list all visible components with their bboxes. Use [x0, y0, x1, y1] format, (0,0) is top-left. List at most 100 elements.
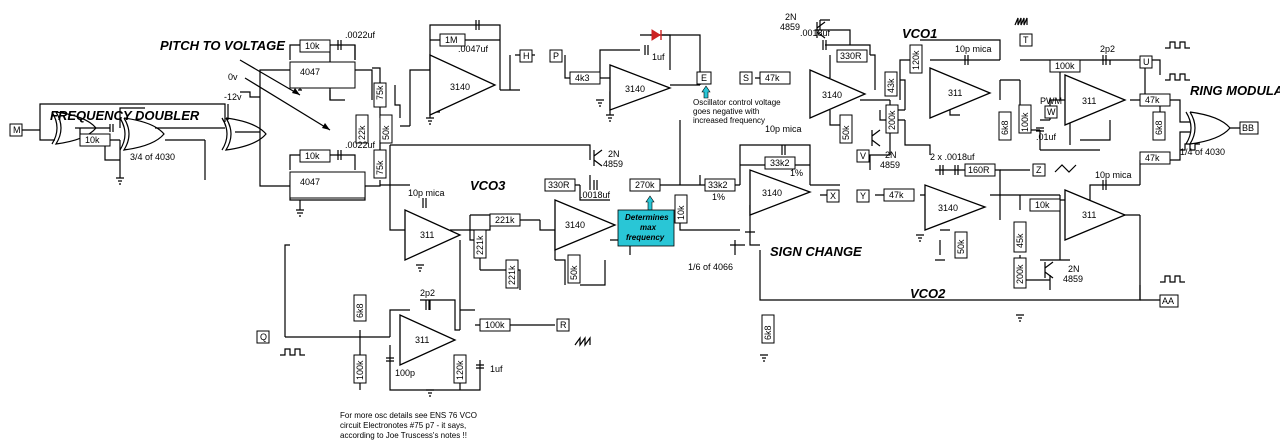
terminal-h: H — [523, 51, 530, 61]
svg-text:47k: 47k — [889, 190, 904, 200]
svg-text:-12v: -12v — [224, 92, 242, 102]
svg-text:For more osc details see ENS 7: For more osc details see ENS 76 VCO — [340, 411, 477, 420]
svg-text:0v: 0v — [228, 72, 238, 82]
svg-text:4859: 4859 — [1063, 274, 1083, 284]
svg-text:1%: 1% — [712, 192, 725, 202]
opamp-a-label: 3140 — [450, 82, 470, 92]
terminal-m: M — [13, 125, 21, 135]
xor-ring-label: 1/4 of 4030 — [1180, 147, 1225, 157]
heading-vco1: VCO1 — [902, 26, 937, 41]
svg-text:43k: 43k — [886, 78, 896, 93]
switch-label: 1/6 of 4066 — [688, 262, 733, 272]
svg-text:50k: 50k — [841, 125, 851, 140]
opamp-3140-a — [429, 53, 497, 117]
svg-text:.0022uf: .0022uf — [345, 30, 376, 40]
svg-text:10k: 10k — [305, 151, 320, 161]
svg-text:frequency: frequency — [626, 233, 665, 242]
opamp-311-vco1-label: 311 — [948, 88, 962, 98]
svg-text:221k: 221k — [475, 235, 485, 255]
arrows — [239, 59, 711, 211]
xor-gates — [51, 111, 1231, 151]
svg-text:.01uf: .01uf — [1036, 132, 1057, 142]
svg-text:4859: 4859 — [780, 22, 800, 32]
svg-text:10p mica: 10p mica — [955, 44, 992, 54]
opamp-311-a-label: 311 — [420, 230, 434, 240]
svg-text:increased frequency: increased frequency — [693, 116, 765, 125]
svg-text:6k8: 6k8 — [1154, 120, 1164, 135]
svg-text:Oscillator control voltage: Oscillator control voltage — [693, 98, 781, 107]
svg-text:120k: 120k — [455, 360, 465, 380]
svg-text:goes negative with: goes negative with — [693, 107, 759, 116]
terminal-p: P — [553, 51, 559, 61]
xor-gate-3 — [221, 117, 267, 151]
svg-text:221k: 221k — [495, 215, 515, 225]
svg-text:200k: 200k — [887, 110, 897, 130]
terminal-u: U — [1143, 57, 1150, 67]
terminal-z: Z — [1036, 165, 1042, 175]
svg-text:2N: 2N — [1068, 264, 1080, 274]
svg-text:PWM: PWM — [1040, 96, 1062, 106]
svg-text:1uf: 1uf — [490, 364, 503, 374]
terminal-s: S — [743, 73, 749, 83]
svg-text:6k8: 6k8 — [763, 325, 773, 340]
terminal-v: V — [860, 151, 866, 161]
svg-text:4859: 4859 — [603, 159, 623, 169]
xor-gate-ring — [1185, 111, 1231, 145]
opamp-3140-sign — [749, 169, 812, 216]
svg-text:6k8: 6k8 — [355, 303, 365, 318]
svg-text:10k: 10k — [1035, 200, 1050, 210]
svg-text:.0018uf: .0018uf — [580, 190, 611, 200]
svg-text:max: max — [640, 223, 657, 232]
svg-text:Determines: Determines — [625, 213, 669, 222]
svg-text:50k: 50k — [956, 239, 966, 254]
opamp-311-pwm — [1064, 74, 1127, 126]
svg-text:10k: 10k — [676, 205, 686, 220]
svg-text:2p2: 2p2 — [420, 288, 435, 298]
resistors — [79, 33, 1171, 384]
svg-text:2 x .0018uf: 2 x .0018uf — [930, 152, 975, 162]
opamp-311-vco3-b — [399, 313, 457, 367]
ic-4047-bottom — [289, 171, 366, 199]
terminal-x: X — [830, 191, 836, 201]
svg-text:47k: 47k — [1145, 153, 1160, 163]
xor-doubler-label: 3/4 of 4030 — [130, 152, 175, 162]
ic-4047-top-label: 4047 — [300, 67, 320, 77]
svg-text:10k: 10k — [305, 41, 320, 51]
svg-text:according to Joe Truscess's no: according to Joe Truscess's notes !! — [340, 431, 467, 440]
heading-pitch-1: PITCH TO VOLTAGE — [160, 38, 285, 53]
terminal-y: Y — [860, 191, 866, 201]
svg-text:.0018uf: .0018uf — [800, 28, 831, 38]
svg-text:2N: 2N — [885, 150, 897, 160]
svg-text:33k2: 33k2 — [708, 180, 728, 190]
heading-vco3: VCO3 — [470, 178, 506, 193]
svg-text:10p mica: 10p mica — [765, 124, 802, 134]
terminal-e: E — [701, 73, 707, 83]
svg-text:10p mica: 10p mica — [408, 188, 445, 198]
svg-text:6k8: 6k8 — [1000, 120, 1010, 135]
xor-gate-2 — [119, 117, 165, 151]
svg-text:10p mica: 10p mica — [1095, 170, 1132, 180]
ic-4047-top — [289, 61, 356, 89]
capacitors — [109, 20, 1107, 369]
opamp-311-pwm-label: 311 — [1082, 96, 1096, 106]
svg-text:47k: 47k — [765, 73, 780, 83]
svg-text:100k: 100k — [485, 320, 505, 330]
heading-ring-modulator: RING MODULATOR — [1190, 83, 1280, 98]
heading-sign-change: SIGN CHANGE — [770, 244, 862, 259]
svg-text:.0047uf: .0047uf — [458, 44, 489, 54]
svg-text:100k: 100k — [1020, 112, 1030, 132]
svg-text:4859: 4859 — [880, 160, 900, 170]
svg-text:circuit Electronotes #75 p7 -: circuit Electronotes #75 p7 - it says, — [340, 421, 466, 430]
opamp-3140-buffer — [609, 64, 672, 111]
svg-text:160R: 160R — [968, 165, 990, 175]
svg-text:100p: 100p — [395, 368, 415, 378]
ground-symbols — [116, 99, 1024, 397]
transistors — [593, 21, 1054, 279]
svg-text:47k: 47k — [1145, 95, 1160, 105]
svg-text:100k: 100k — [355, 360, 365, 380]
svg-text:1%: 1% — [790, 168, 803, 178]
opamp-311-vco1 — [929, 67, 992, 119]
terminal-bb: BB — [1242, 123, 1254, 133]
